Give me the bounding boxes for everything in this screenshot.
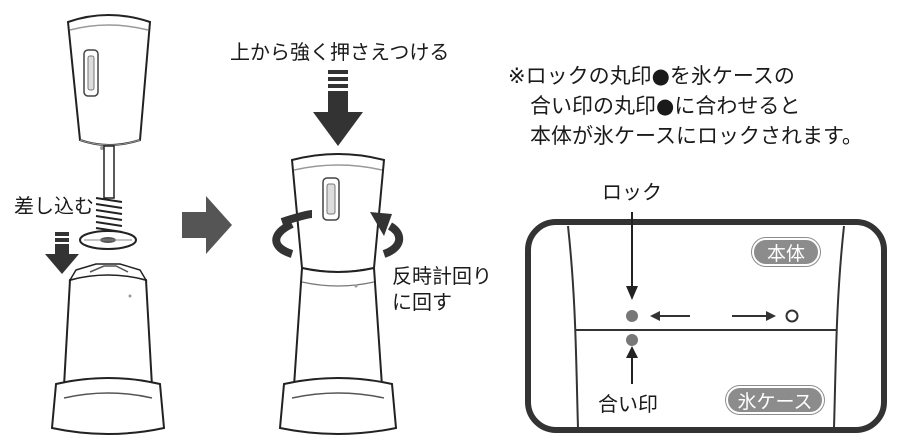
step-arrow: [182, 196, 232, 254]
left-shaft: [103, 145, 115, 199]
press-down-arrow: [313, 70, 363, 146]
match-dot: [626, 334, 638, 346]
unlock-circle: [785, 309, 799, 323]
middle-device: [272, 70, 403, 435]
left-upper-body: [66, 14, 152, 146]
lock-detail: [525, 212, 887, 433]
left-lower-body: [62, 273, 154, 392]
match-mark-label: 合い印: [598, 392, 658, 416]
left-base: [50, 377, 166, 435]
press-down-label: 上から強く押さえつける: [230, 40, 450, 64]
insert-label: 差し込む: [14, 194, 94, 218]
insert-arrow: [45, 232, 79, 274]
ice-case-badge: 氷ケース: [726, 386, 824, 414]
rotate-label-line2: に回す: [392, 290, 452, 314]
rotate-label-line1: 反時計回り: [392, 264, 492, 288]
detail-frame: [525, 219, 887, 433]
spring: [95, 197, 123, 233]
note-line2: 合い印の丸印●に合わせると: [530, 94, 801, 118]
note-line3: 本体が氷ケースにロックされます。: [530, 124, 863, 148]
lock-dot: [626, 310, 638, 322]
left-device: [45, 14, 166, 435]
note-line1: ※ロックの丸印●を氷ケースの: [508, 64, 795, 88]
lock-label: ロック: [602, 180, 662, 204]
rotate-arrow: [272, 210, 403, 258]
body-badge: 本体: [752, 238, 820, 266]
middle-base: [278, 377, 398, 435]
